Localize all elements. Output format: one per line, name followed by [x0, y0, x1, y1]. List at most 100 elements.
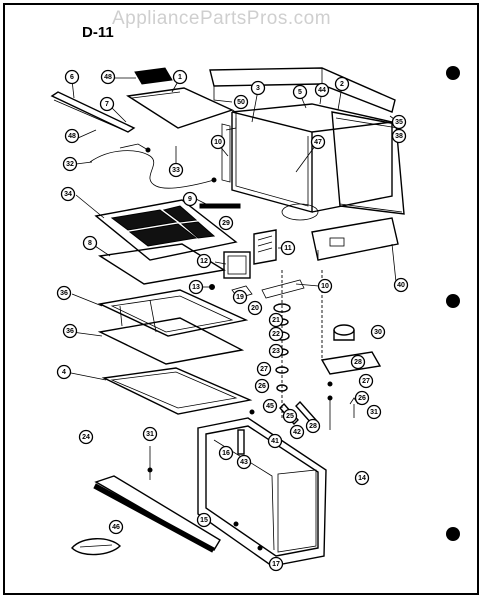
callout-ring	[188, 279, 204, 295]
shield-part	[253, 229, 277, 265]
bracket-part	[50, 91, 136, 133]
callout-ring	[210, 134, 226, 150]
nameplate-part	[134, 67, 173, 85]
callout-28: 28	[305, 418, 321, 434]
callout-number: 21	[272, 317, 280, 324]
callout-ring	[196, 253, 212, 269]
callout-32: 32	[62, 156, 78, 172]
callout-34: 34	[60, 186, 76, 202]
callout-number: 43	[240, 459, 248, 466]
callout-number: 15	[200, 517, 208, 524]
callout-number: 26	[358, 395, 366, 402]
callout-number: 32	[66, 161, 74, 168]
binder-hole	[446, 66, 460, 80]
callout-10: 10	[210, 134, 226, 150]
cover-plate-part	[97, 317, 245, 365]
callout-48: 48	[100, 69, 116, 85]
callout-number: 10	[321, 283, 329, 290]
callout-40: 40	[393, 277, 409, 293]
callout-ring	[108, 519, 124, 535]
callout-ring	[60, 186, 76, 202]
callout-31: 31	[366, 404, 382, 420]
fastener-strip-part	[199, 203, 241, 209]
callout-33: 33	[168, 162, 184, 178]
callout-number: 27	[260, 366, 268, 373]
callout-number: 5	[298, 89, 302, 96]
control-panel-part	[126, 67, 237, 131]
callout-ring	[314, 82, 330, 98]
callout-26: 26	[354, 390, 370, 406]
callout-38: 38	[391, 128, 407, 144]
callout-27: 27	[358, 373, 374, 389]
callout-number: 25	[286, 413, 294, 420]
callout-ring	[280, 240, 296, 256]
callout-ring	[370, 324, 386, 340]
wire-harness-part	[89, 143, 217, 189]
callout-15: 15	[196, 512, 212, 528]
callout-number: 48	[104, 74, 112, 81]
callout-ring	[142, 426, 158, 442]
callout-ring	[64, 128, 80, 144]
base-plate-part	[311, 217, 399, 261]
callout-ring	[305, 418, 321, 434]
callout-ring	[317, 278, 333, 294]
callout-number: 46	[112, 524, 120, 531]
callout-12: 12	[196, 253, 212, 269]
callout-number: 41	[271, 438, 279, 445]
callout-number: 16	[222, 450, 230, 457]
filter-frame-part	[97, 289, 249, 337]
sheet-label: D-11	[82, 24, 114, 41]
callout-number: 13	[192, 284, 200, 291]
callout-number: 30	[374, 329, 382, 336]
callout-number: 26	[258, 383, 266, 390]
callout-26: 26	[254, 378, 270, 394]
callout-ring	[268, 326, 284, 342]
callout-number: 38	[395, 133, 403, 140]
callout-number: 36	[66, 328, 74, 335]
callout-number: 27	[362, 378, 370, 385]
callout-number: 9	[188, 196, 192, 203]
stirrer-assembly-part	[261, 270, 323, 420]
callout-14: 14	[354, 470, 370, 486]
callout-17: 17	[268, 556, 284, 572]
callout-ring	[391, 128, 407, 144]
callout-ring	[172, 69, 188, 85]
callout-group: 1234567891010111213141516171920212223242…	[56, 69, 409, 572]
door-choke-part	[93, 475, 221, 553]
callout-ring	[168, 162, 184, 178]
callout-number: 24	[82, 434, 90, 441]
hinge-part	[249, 400, 317, 426]
callout-45: 45	[262, 398, 278, 414]
callout-1: 1	[172, 69, 188, 85]
callout-ring	[78, 429, 94, 445]
callout-ring	[282, 408, 298, 424]
callout-7: 7	[99, 96, 115, 112]
light-window-part	[223, 251, 251, 279]
callout-ring	[350, 354, 366, 370]
callout-number: 28	[309, 423, 317, 430]
callout-46: 46	[108, 519, 124, 535]
callout-35: 35	[391, 114, 407, 130]
callout-23: 23	[268, 343, 284, 359]
callout-number: 35	[395, 119, 403, 126]
callout-number: 44	[318, 87, 326, 94]
callout-31: 31	[142, 426, 158, 442]
callout-20: 20	[247, 300, 263, 316]
callout-ring	[254, 378, 270, 394]
callout-number: 22	[272, 331, 280, 338]
callout-22: 22	[268, 326, 284, 342]
callout-ring	[218, 215, 234, 231]
callout-8: 8	[82, 235, 98, 251]
callout-2: 2	[334, 76, 350, 92]
callout-50: 50	[233, 94, 249, 110]
callout-number: 50	[237, 99, 245, 106]
callout-30: 30	[370, 324, 386, 340]
callout-47: 47	[310, 134, 326, 150]
callout-number: 20	[251, 305, 259, 312]
callout-ring	[358, 373, 374, 389]
side-panel-part	[331, 111, 405, 215]
callout-ring	[267, 433, 283, 449]
callout-number: 40	[397, 282, 405, 289]
